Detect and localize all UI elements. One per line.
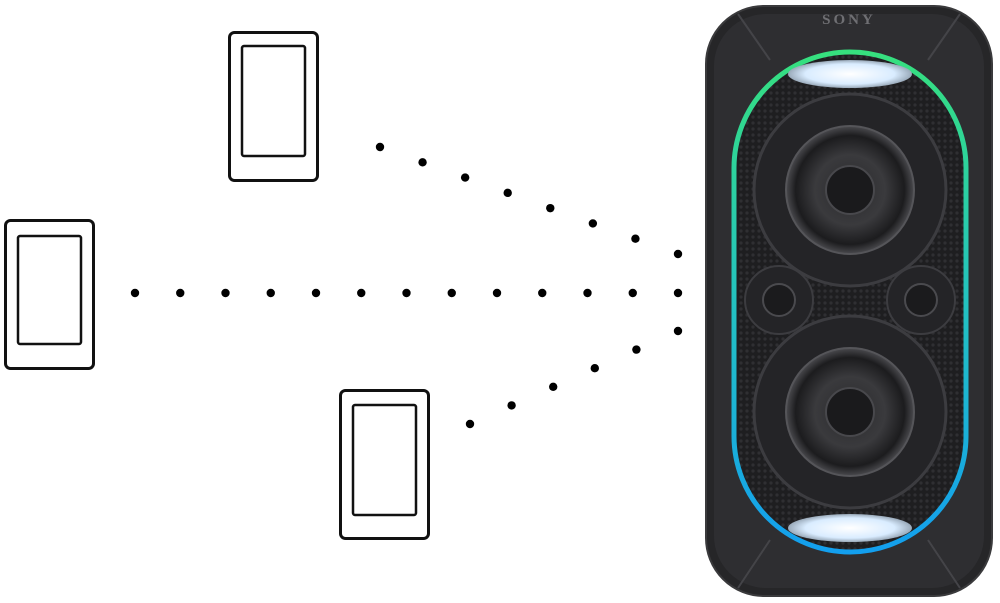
connection-dot xyxy=(588,219,598,228)
connection-dot xyxy=(538,288,547,298)
bottom-light xyxy=(788,514,912,542)
connection-dot xyxy=(549,382,558,391)
connection-dot xyxy=(130,288,140,298)
connection-dot xyxy=(221,288,230,298)
smartphone-icon xyxy=(228,31,319,182)
connection-dot xyxy=(632,345,641,354)
tweeter-right xyxy=(886,265,956,335)
connection-dot xyxy=(673,326,683,336)
led-ring xyxy=(731,49,969,555)
connection-dots xyxy=(130,142,683,429)
smartphone-icon xyxy=(339,389,430,540)
woofer-bottom xyxy=(752,314,948,510)
connection-dot xyxy=(266,288,275,298)
connection-dot xyxy=(418,158,427,167)
connection-dot xyxy=(546,203,555,213)
connection-dot xyxy=(492,288,502,298)
connection-dot xyxy=(673,288,683,298)
top-light xyxy=(788,60,912,88)
connection-dot xyxy=(357,288,366,298)
connection-dot xyxy=(176,288,185,298)
connection-dot xyxy=(631,234,640,243)
connection-dot xyxy=(447,288,456,298)
connection-dot xyxy=(628,288,637,298)
connection-dot xyxy=(583,288,592,298)
connection-dot xyxy=(402,288,411,298)
tweeter-left xyxy=(744,265,814,335)
speaker: SONY xyxy=(705,5,993,597)
connection-dot xyxy=(460,173,470,182)
connection-dot xyxy=(375,142,385,152)
connection-dot xyxy=(311,288,321,298)
connection-dot xyxy=(590,364,599,373)
connection-dot xyxy=(465,419,475,429)
brand-logo: SONY xyxy=(822,12,876,28)
connection-dot xyxy=(503,188,512,198)
connection-dot xyxy=(673,249,683,259)
smartphone-icon xyxy=(4,219,95,370)
woofer-top xyxy=(752,92,948,288)
connection-dot xyxy=(507,401,516,410)
